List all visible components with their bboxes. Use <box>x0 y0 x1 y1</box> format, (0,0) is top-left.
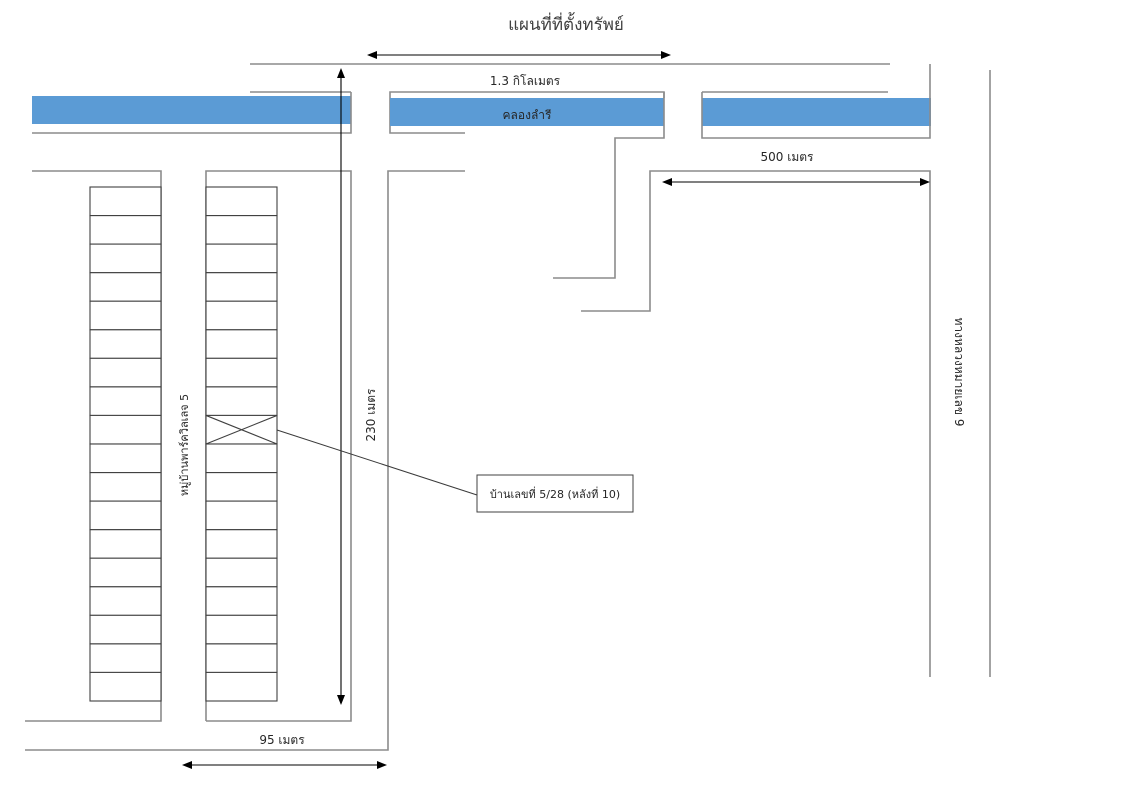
lot <box>205 215 278 245</box>
canal-segment-right <box>701 64 931 139</box>
lot <box>205 386 278 417</box>
lot <box>205 500 278 531</box>
callout-label: บ้านเลขที่ 5/28 (หลังที่ 10) <box>490 486 620 501</box>
lot <box>89 500 162 531</box>
dimension-vertical-label: 230 เมตร <box>364 388 378 442</box>
lot <box>89 272 162 302</box>
dimension-bottom-label: 95 เมตร <box>259 733 305 747</box>
canal-label: คลองลำรี <box>503 108 553 122</box>
lot <box>89 671 162 702</box>
canal-segment-left <box>32 91 352 134</box>
arrowhead-right-icon <box>661 51 671 59</box>
lot <box>89 329 162 359</box>
lot <box>205 329 278 359</box>
callout-box <box>476 474 634 513</box>
arrowhead-left-icon <box>367 51 377 59</box>
arrowhead-left-icon <box>662 178 672 186</box>
lot <box>205 586 278 616</box>
lot <box>89 472 162 502</box>
canal-water <box>702 98 931 126</box>
callout-leader <box>276 429 478 496</box>
lot <box>89 243 162 274</box>
lot-cross-mark <box>205 414 278 445</box>
canal-water <box>32 96 351 124</box>
arrowhead-right-icon <box>920 178 930 186</box>
canal-water <box>390 98 664 126</box>
lot <box>205 472 278 502</box>
road-edge-soi <box>581 170 931 677</box>
lot <box>205 557 278 588</box>
lot <box>205 272 278 302</box>
lot <box>89 186 162 217</box>
lot <box>205 357 278 388</box>
lot <box>205 643 278 674</box>
dimension-right-label: 500 เมตร <box>761 150 815 164</box>
highway-label: ทางหลวงหมายเลข 9 <box>952 317 966 426</box>
lot <box>89 557 162 588</box>
arrowhead-up-icon <box>337 68 345 78</box>
map-title: แผนที่ที่ตั้งทรัพย์ <box>508 12 624 35</box>
arrowhead-left-icon <box>182 761 192 769</box>
village-label: หมู่บ้านพาร์ควิลเลจ 5 <box>178 394 191 496</box>
lot <box>89 357 162 388</box>
lot-column-left <box>89 186 162 702</box>
dimension-bottom <box>182 761 387 769</box>
lot <box>89 614 162 645</box>
lot <box>89 643 162 674</box>
canal-segment-middle <box>389 91 665 279</box>
dimension-top-label: 1.3 กิโลเมตร <box>490 74 561 88</box>
dimension-vertical <box>337 68 345 705</box>
lot-column-right <box>205 186 278 702</box>
lot <box>89 386 162 417</box>
lot <box>89 443 162 474</box>
lot <box>89 586 162 616</box>
lot <box>205 671 278 702</box>
road-edge-main <box>25 170 465 751</box>
arrowhead-right-icon <box>377 761 387 769</box>
lot <box>205 614 278 645</box>
lot <box>205 443 278 474</box>
lot <box>205 300 278 331</box>
lot <box>205 529 278 559</box>
lot <box>205 243 278 274</box>
dimension-right <box>662 178 930 186</box>
lot <box>89 215 162 245</box>
lot <box>205 186 278 217</box>
arrowhead-down-icon <box>337 695 345 705</box>
dimension-top <box>367 51 671 59</box>
lot <box>89 529 162 559</box>
lot <box>89 414 162 445</box>
lot <box>89 300 162 331</box>
